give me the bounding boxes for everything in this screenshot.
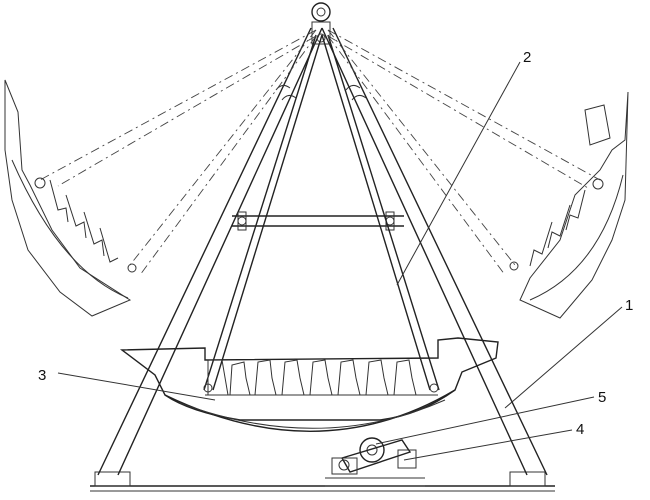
drive-wheel — [359, 437, 385, 463]
leader-lines — [57, 61, 623, 461]
gondola-center — [119, 337, 499, 432]
a-frame — [97, 2, 548, 476]
cross-beam — [232, 211, 404, 231]
label-drive-wheel: 5 — [598, 389, 606, 406]
drive-assembly — [325, 437, 425, 487]
base-plate — [90, 471, 555, 492]
support-arms — [203, 34, 440, 391]
label-drive-cylinder: 4 — [576, 421, 584, 438]
drive-cylinder — [340, 439, 412, 473]
label-support-arm: 2 — [523, 49, 531, 66]
label-frame: 1 — [625, 297, 633, 314]
gondola-right-swing — [327, 29, 629, 319]
label-gondola: 3 — [38, 367, 46, 384]
gondola-left-swing — [4, 29, 317, 317]
